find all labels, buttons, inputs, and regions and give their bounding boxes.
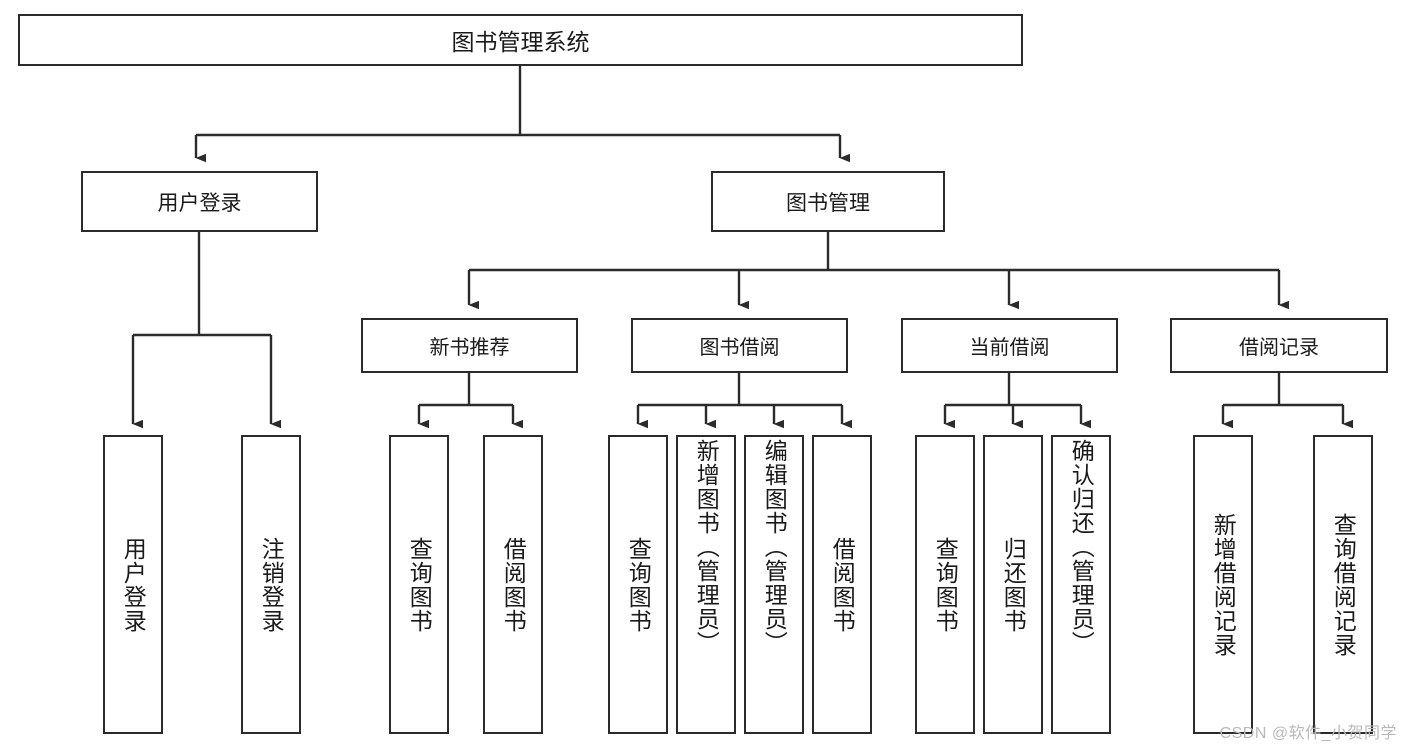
node-label: 新书推荐 <box>429 337 510 359</box>
leaf-add-borrow-record[interactable]: 新增借阅记录 <box>1193 435 1253 734</box>
leaf-borrow-book-recommend[interactable]: 借阅图书 <box>483 435 543 734</box>
leaf-query-book-recommend[interactable]: 查询图书 <box>389 435 449 734</box>
node-user-login[interactable]: 用户登录 <box>81 171 318 232</box>
leaf-query-book-current[interactable]: 查询图书 <box>915 435 975 734</box>
node-label: 新增借阅记录 <box>1210 512 1237 657</box>
node-label: 图书管理系统 <box>451 29 590 55</box>
node-label: 借阅记录 <box>1239 337 1319 359</box>
node-label: 归还图书 <box>1000 536 1027 633</box>
node-label: 查询借阅记录 <box>1330 512 1357 657</box>
node-label: 注销登录 <box>258 536 285 633</box>
node-label: 用户登录 <box>157 191 242 215</box>
leaf-user-login[interactable]: 用户登录 <box>103 435 163 734</box>
node-label: 新增图书（管理员） <box>693 439 720 655</box>
node-book-borrow[interactable]: 图书借阅 <box>631 318 848 373</box>
leaf-confirm-return-admin[interactable]: 确认归还（管理员） <box>1051 435 1111 734</box>
leaf-edit-book-admin[interactable]: 编辑图书（管理员） <box>744 435 804 734</box>
node-new-book-recommend[interactable]: 新书推荐 <box>361 318 578 373</box>
leaf-logout-login[interactable]: 注销登录 <box>241 435 301 734</box>
node-label: 编辑图书（管理员） <box>761 439 788 655</box>
leaf-borrow-book[interactable]: 借阅图书 <box>812 435 872 734</box>
leaf-query-borrow-record[interactable]: 查询借阅记录 <box>1313 435 1373 734</box>
node-label: 查询图书 <box>625 536 652 633</box>
node-label: 用户登录 <box>120 536 147 633</box>
leaf-return-book[interactable]: 归还图书 <box>983 435 1043 734</box>
node-label: 查询图书 <box>406 536 433 633</box>
node-label: 确认归还（管理员） <box>1068 439 1095 655</box>
leaf-add-book-admin[interactable]: 新增图书（管理员） <box>676 435 736 734</box>
node-label: 图书管理 <box>786 191 870 215</box>
node-label: 借阅图书 <box>500 536 527 633</box>
node-label: 图书借阅 <box>699 337 780 359</box>
node-label: 当前借阅 <box>969 337 1050 359</box>
node-borrow-record[interactable]: 借阅记录 <box>1170 318 1388 373</box>
csdn-watermark: CSDN @软件_小贺同学 <box>1219 725 1397 742</box>
leaf-query-book-borrow[interactable]: 查询图书 <box>608 435 668 734</box>
node-book-management[interactable]: 图书管理 <box>711 171 945 232</box>
node-root-system[interactable]: 图书管理系统 <box>18 14 1023 66</box>
node-label: 借阅图书 <box>829 536 856 633</box>
node-label: 查询图书 <box>932 536 959 633</box>
node-current-borrow[interactable]: 当前借阅 <box>901 318 1118 373</box>
